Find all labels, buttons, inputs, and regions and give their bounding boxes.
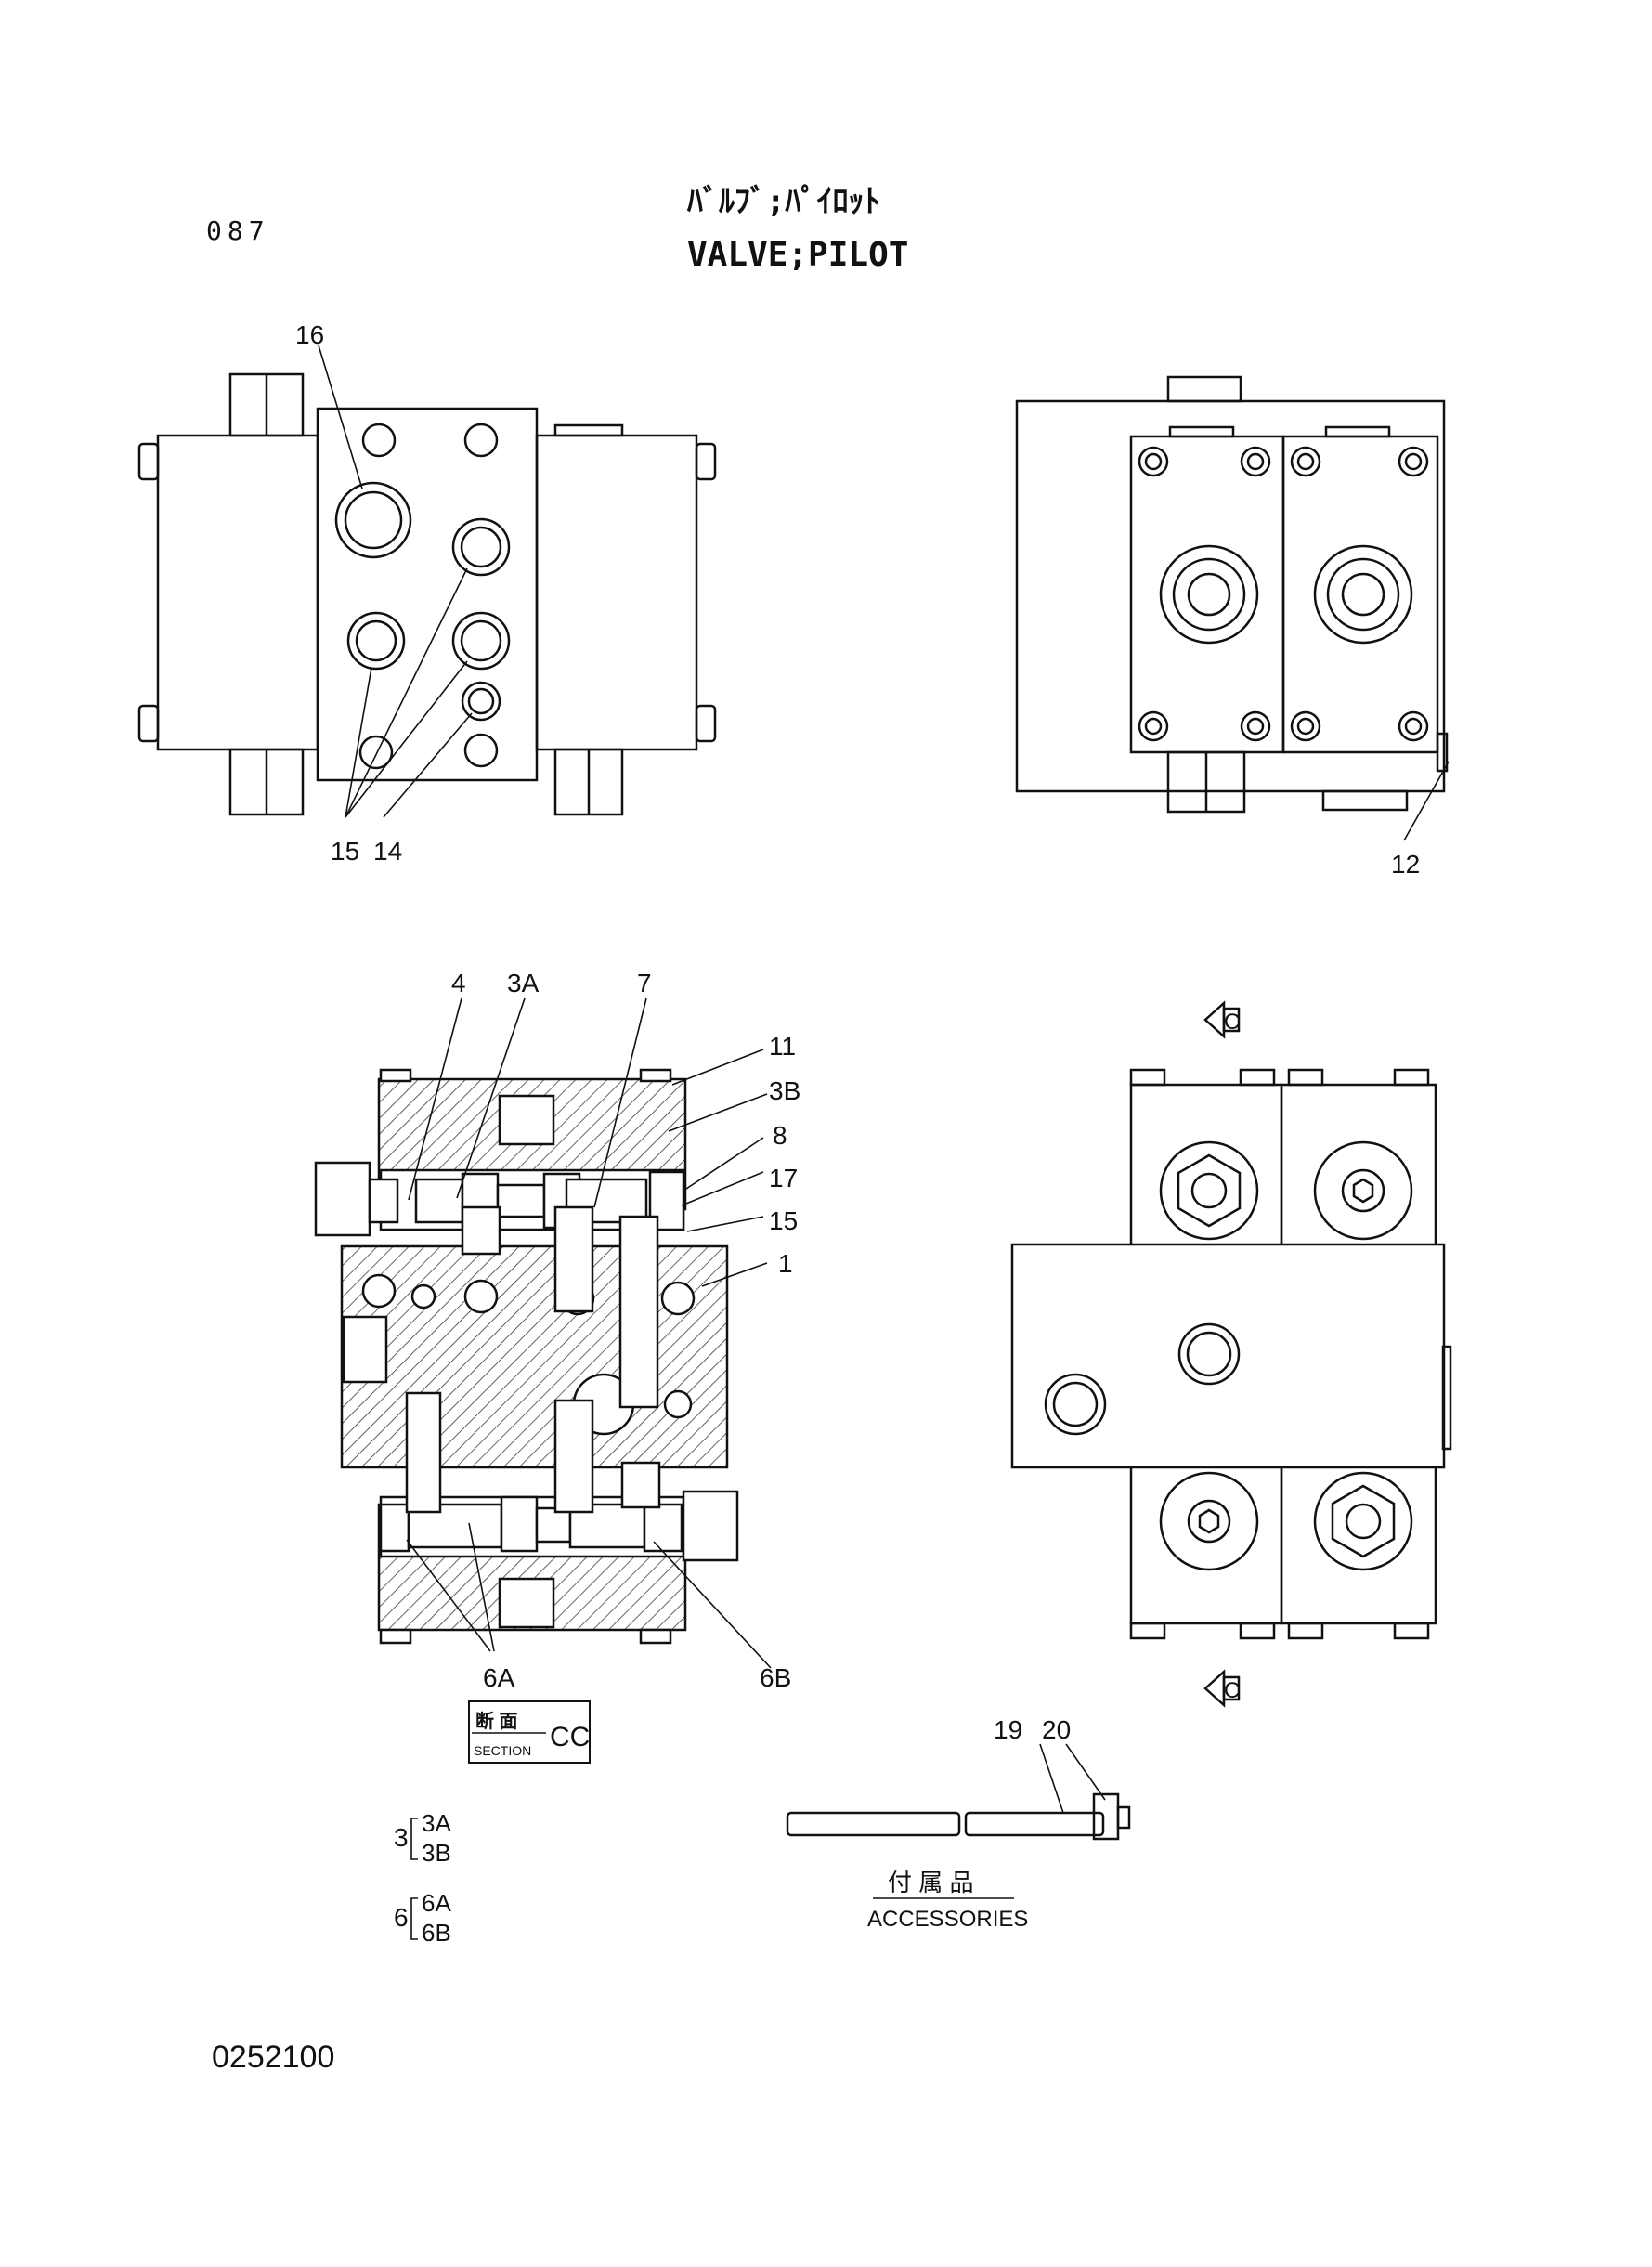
- callout-6b: 6B: [760, 1663, 791, 1692]
- callout-7: 7: [637, 969, 652, 997]
- section-label: 断 面 SECTION CC: [468, 1700, 591, 1764]
- section-arrow-top: C: [1224, 1010, 1240, 1035]
- title-japanese: ﾊﾞﾙﾌﾞ;ﾊﾟｲﾛｯﾄ: [686, 183, 879, 220]
- legend-group6-id: 6: [394, 1903, 409, 1932]
- section-arrow-bottom: C: [1224, 1678, 1240, 1703]
- callout-16: 16: [295, 320, 324, 349]
- legend-group6-a: 6A: [422, 1889, 451, 1917]
- callout-19: 19: [994, 1715, 1022, 1744]
- drawing-number: 0252100: [212, 2039, 334, 2075]
- callout-3a: 3A: [507, 969, 540, 997]
- section-label-jp: 断 面: [475, 1710, 518, 1732]
- callout-15-top: 15: [331, 837, 359, 866]
- callout-17: 17: [769, 1164, 798, 1192]
- accessories-jp: 付 属 品: [888, 1869, 973, 1896]
- callout-4: 4: [451, 969, 466, 997]
- title-english: VALVE;PILOT: [687, 236, 908, 274]
- callout-20: 20: [1042, 1715, 1071, 1744]
- page-number: 087: [206, 215, 270, 246]
- part-legend: 3 3A 3B 6 6A 6B: [394, 1809, 451, 1947]
- callout-8: 8: [773, 1121, 787, 1150]
- legend-group3-b: 3B: [422, 1839, 451, 1867]
- side-view-right: [1010, 1000, 1452, 1708]
- callout-3b: 3B: [769, 1076, 800, 1105]
- top-view-left: [137, 345, 717, 818]
- section-label-en: SECTION: [474, 1743, 531, 1758]
- section-label-id: CC: [550, 1722, 590, 1752]
- callout-14: 14: [373, 837, 402, 866]
- top-view-right: [1015, 375, 1450, 841]
- legend-group3-a: 3A: [422, 1809, 451, 1837]
- legend-group6-b: 6B: [422, 1919, 451, 1947]
- legend-group3-id: 3: [394, 1823, 409, 1852]
- section-cc-view: [314, 997, 772, 1669]
- callout-12: 12: [1391, 850, 1420, 879]
- accessories-bolt: [786, 1743, 1131, 1841]
- callout-11: 11: [769, 1032, 796, 1061]
- accessories-en: ACCESSORIES: [867, 1907, 1028, 1932]
- callout-1: 1: [778, 1249, 793, 1278]
- callout-15-section: 15: [769, 1206, 798, 1235]
- callout-6a: 6A: [483, 1663, 515, 1692]
